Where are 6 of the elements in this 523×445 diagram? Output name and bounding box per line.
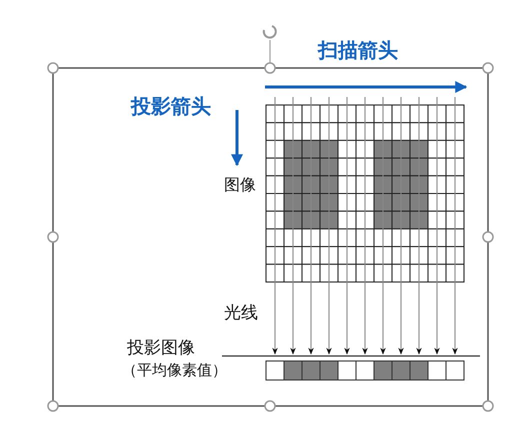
light-ray-label: 光线 [224, 305, 258, 322]
projection-arrow-label: 投影箭头 [131, 96, 211, 116]
average-pixel-value-label: （平均像素值） [122, 363, 227, 378]
scan-arrow-label: 扫描箭头 [318, 40, 398, 60]
projection-image-label: 投影图像 [127, 340, 195, 357]
image-label: 图像 [224, 177, 256, 193]
